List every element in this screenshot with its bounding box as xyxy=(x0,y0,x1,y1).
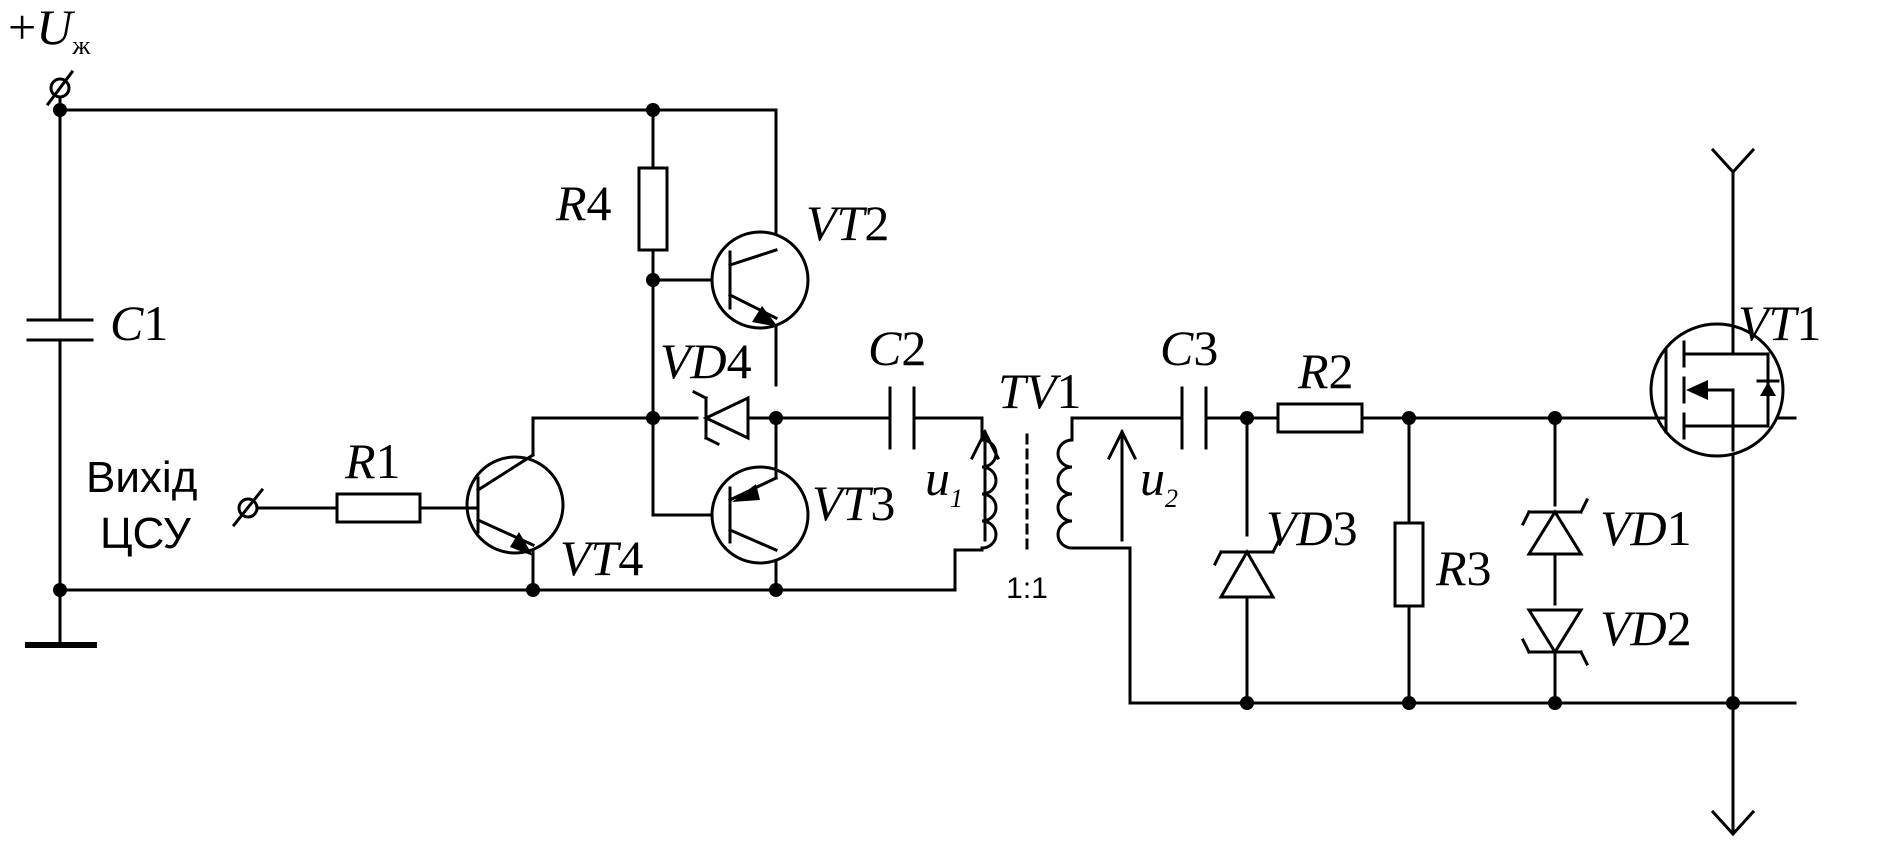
zener-vd3: VD3 xyxy=(1212,500,1358,599)
label-vt2: VT2 xyxy=(806,195,889,251)
input-terminal: Вихід ЦСУ xyxy=(86,453,265,558)
input-label-line1: Вихід xyxy=(86,453,197,502)
supply-symbol: U xyxy=(36,0,75,55)
resistor-r1: R1 xyxy=(335,433,422,524)
capacitor-c3: C3 xyxy=(1160,320,1218,450)
transformer-tv1: TV1 1:1 xyxy=(980,363,1081,605)
label-r2: R2 xyxy=(1297,343,1354,399)
label-vt1: VT1 xyxy=(1738,295,1821,351)
label-vt4: VT4 xyxy=(560,530,643,586)
label-vd3: VD3 xyxy=(1266,500,1358,556)
mosfet-vt1: VT1 xyxy=(1649,295,1821,458)
label-c3: C3 xyxy=(1160,320,1218,376)
label-u2: u2 xyxy=(1140,450,1178,513)
transistor-vt2: VT2 xyxy=(710,195,889,330)
transistor-vt4: VT4 xyxy=(465,452,643,586)
supply-prefix: + xyxy=(8,0,36,55)
label-vd2: VD2 xyxy=(1600,600,1692,656)
label-r4: R4 xyxy=(555,175,612,231)
resistor-r3: R3 xyxy=(1393,521,1492,608)
transformer-ratio: 1:1 xyxy=(1006,572,1048,605)
label-vd4: VD4 xyxy=(660,333,752,389)
label-vt3: VT3 xyxy=(812,475,895,531)
supply-terminal: +Uж xyxy=(8,0,91,112)
label-tv1: TV1 xyxy=(998,363,1081,419)
label-c1: C1 xyxy=(110,295,168,351)
input-label-line2: ЦСУ xyxy=(100,509,192,558)
label-r3: R3 xyxy=(1435,540,1492,596)
zener-vd2: VD2 xyxy=(1520,600,1692,667)
zener-vd1: VD1 xyxy=(1520,497,1692,556)
label-u1: u1 xyxy=(925,450,963,513)
label-vd1: VD1 xyxy=(1600,500,1692,556)
voltage-u2: u2 xyxy=(1106,428,1178,542)
capacitor-c1: C1 xyxy=(26,295,168,351)
supply-subscript: ж xyxy=(71,31,91,60)
label-r1: R1 xyxy=(344,433,401,489)
resistor-r4: R4 xyxy=(555,166,669,252)
label-c2: C2 xyxy=(868,320,926,376)
zener-vd4: VD4 xyxy=(660,333,752,447)
capacitor-c2: C2 xyxy=(868,320,926,450)
junctions xyxy=(53,103,1740,710)
voltage-u1: u1 xyxy=(925,428,1001,542)
transistor-vt3: VT3 xyxy=(710,416,895,565)
supply-label: +Uж xyxy=(8,0,91,60)
resistor-r2: R2 xyxy=(1276,343,1364,434)
